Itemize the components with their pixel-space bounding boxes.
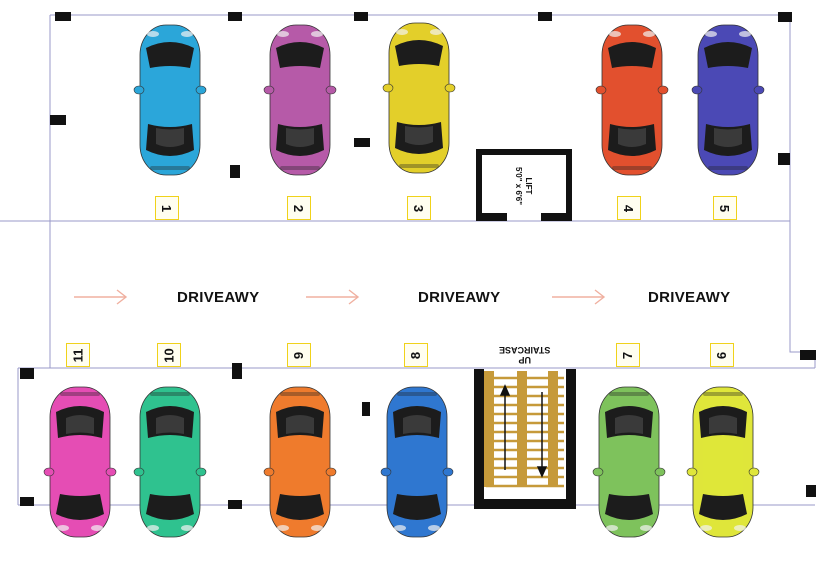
driveway-arrows [74,289,606,305]
parked-cars [43,22,765,538]
staircase [474,369,576,509]
car-8 [380,386,454,538]
staircase-up: UP [518,355,532,365]
slot-label-9: 9 [287,343,311,367]
car-9 [263,386,337,538]
slot-label-6: 6 [710,343,734,367]
car-5 [691,24,765,176]
slot-label-2: 2 [287,196,311,220]
driveway-label-2: DRIVEAWY [418,289,501,306]
car-1 [133,24,207,176]
car-2 [263,24,337,176]
slot-label-8: 8 [404,343,428,367]
slot-label-7: 7 [616,343,640,367]
slot-label-1: 1 [155,196,179,220]
driveway-label-1: DRIVEAWY [177,289,260,306]
car-7 [592,386,666,538]
driveway-label-3: DRIVEAWY [648,289,731,306]
staircase-title: STAIRCASE [499,345,551,355]
slot-label-4: 4 [617,196,641,220]
car-4 [595,24,669,176]
lift-size: 5'0" x 6'6" [514,166,523,206]
car-6 [686,386,760,538]
lift-shaft [476,149,572,221]
car-3 [382,22,456,174]
car-10 [133,386,207,538]
slot-label-10: 10 [157,343,181,367]
lift-title: LIFT [524,177,533,195]
slot-label-5: 5 [713,196,737,220]
slot-label-11: 11 [66,343,90,367]
slot-label-3: 3 [407,196,431,220]
car-11 [43,386,117,538]
